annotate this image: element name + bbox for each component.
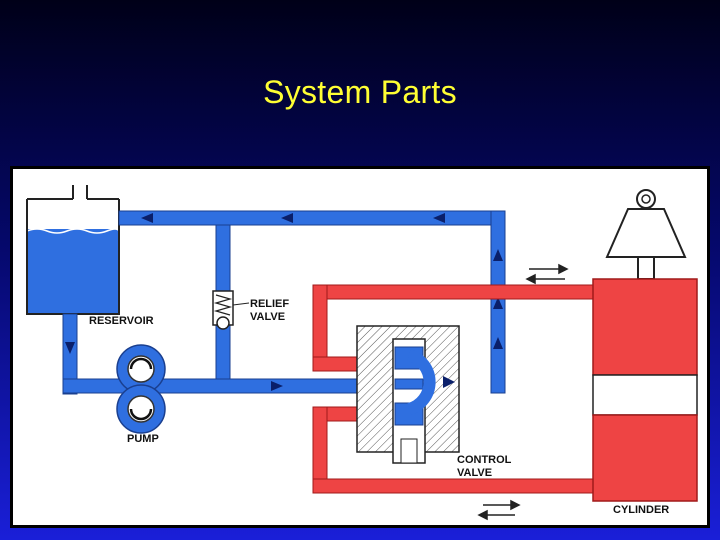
relief-label-line2: VALVE <box>250 311 285 323</box>
reservoir-label: RESERVOIR <box>89 315 154 327</box>
flow-arrows-return <box>65 213 503 391</box>
control-valve-label-line2: VALVE <box>457 467 492 479</box>
direction-arrows <box>477 263 569 521</box>
cylinder-label: CYLINDER <box>613 504 669 516</box>
reservoir-tank <box>26 185 120 315</box>
control-valve-label-line1: CONTROL <box>457 454 512 466</box>
relief-valve <box>212 290 250 330</box>
pressure-lines <box>312 284 596 494</box>
pump-label: PUMP <box>127 433 159 445</box>
pump <box>116 344 166 434</box>
control-valve <box>356 325 460 464</box>
slide-title: System Parts <box>263 74 457 110</box>
relief-label-line1: RELIEF <box>250 298 289 310</box>
cylinder <box>592 189 698 502</box>
hydraulic-system-diagram: RESERVOIR RELIEF VALVE PUMP CONTROL VALV… <box>10 166 710 528</box>
